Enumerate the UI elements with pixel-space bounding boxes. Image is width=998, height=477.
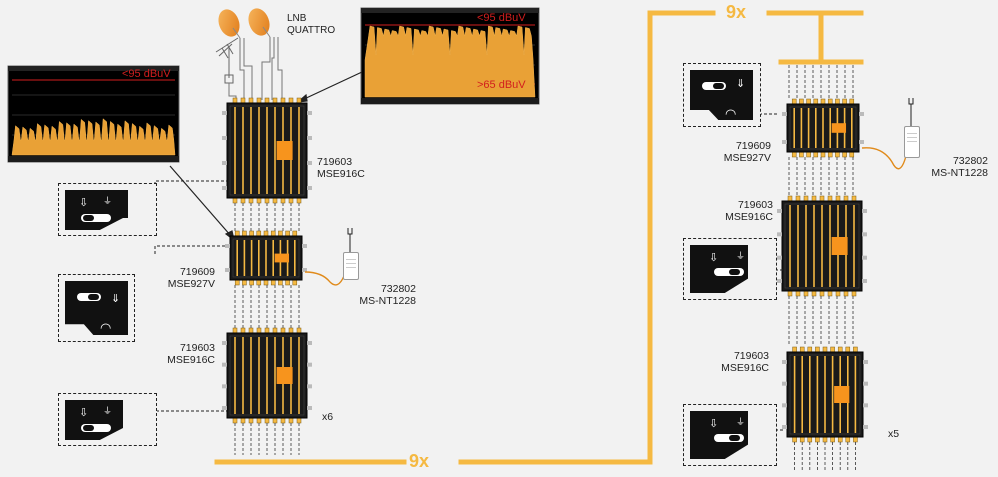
lnb-cables xyxy=(228,37,283,100)
power-plug-icon xyxy=(908,98,914,126)
left-cascade-count: x6 xyxy=(322,411,334,423)
right-multiswitch-2-model: MSE916C xyxy=(721,362,769,374)
right-cable-bundle-0 xyxy=(788,65,854,100)
switch-module-1: ⇩ ⏚ xyxy=(58,183,157,236)
left-multiswitch-1-model: MSE916C xyxy=(317,168,365,180)
toggle-switch[interactable] xyxy=(714,268,744,276)
terrestrial-antenna-icon xyxy=(215,37,239,84)
spectrum-right-lower-limit: >65 dBuV xyxy=(477,79,526,91)
left-cable-bundle-2 xyxy=(234,285,300,328)
termination-icon: ⏚ xyxy=(736,252,746,262)
switch-icon: ⇩ xyxy=(79,406,89,419)
psu-cable-left xyxy=(304,271,345,286)
termination-switch[interactable] xyxy=(702,82,726,90)
toggle-switch[interactable] xyxy=(81,214,111,222)
left-multiswitch-1-code: 719603 xyxy=(317,156,353,168)
right-multiswitch-1-label: 719603 MSE916C xyxy=(713,199,773,223)
spectrum-right xyxy=(360,7,540,105)
left-cable-bundle-3 xyxy=(234,423,300,455)
switch-icon: ⇩ xyxy=(79,196,89,209)
satellite-dish-icon xyxy=(218,8,271,39)
switch-module-2: ⇩ ⏚ xyxy=(58,393,157,446)
switch-icon: ⇩ xyxy=(709,417,719,430)
power-supply-right xyxy=(904,126,920,158)
right-amplifier xyxy=(782,98,864,158)
right-amplifier-code: 719609 xyxy=(735,140,771,152)
switch-module-4: ⇩ ⏚ xyxy=(683,404,777,466)
termination-icon: ⇓ xyxy=(111,292,121,305)
lnb-label: LNB QUATTRO xyxy=(287,13,336,36)
amp-module-2: ⇓ ◠ xyxy=(683,63,761,127)
right-multiswitch-2-label: 719603 MSE916C xyxy=(709,350,769,374)
left-multiswitch-2-label: 719603 MSE916C xyxy=(155,342,215,366)
left-amplifier-code: 719609 xyxy=(179,266,215,278)
termination-icon: ⇓ xyxy=(736,77,746,90)
left-psu-model: MS-NT1228 xyxy=(359,295,416,307)
right-cascade-count: x5 xyxy=(888,428,900,440)
spectrum-left xyxy=(7,65,180,163)
left-multiswitch-2 xyxy=(222,327,312,424)
toggle-switch[interactable] xyxy=(81,424,111,432)
spectrum-right-upper-limit: <95 dBuV xyxy=(477,12,526,24)
dial-icon[interactable]: ◠ xyxy=(100,321,112,336)
right-psu-model: MS-NT1228 xyxy=(931,167,988,179)
left-amplifier-model: MSE927V xyxy=(167,278,215,290)
right-amplifier-model: MSE927V xyxy=(723,152,771,164)
backbone-cables xyxy=(214,10,864,465)
left-multiswitch-1-label: 719603 MSE916C xyxy=(317,156,365,180)
right-cable-bundle-2 xyxy=(788,296,854,346)
left-amplifier xyxy=(225,230,307,286)
psu-cable-right xyxy=(861,147,907,170)
right-psu-label: 732802 MS-NT1228 xyxy=(928,155,988,179)
left-amplifier-label: 719609 MSE927V xyxy=(155,266,215,290)
left-psu-code: 732802 xyxy=(380,283,416,295)
bottom-multiplier: 9x xyxy=(409,451,430,471)
spectrum-left-limit: <95 dBuV xyxy=(122,68,171,80)
left-multiswitch-1 xyxy=(222,97,312,204)
top-multiplier: 9x xyxy=(726,2,747,22)
switch-module-3: ⇩ ⏚ xyxy=(683,238,777,300)
switch-icon: ⇩ xyxy=(709,251,719,264)
right-psu-code: 732802 xyxy=(952,155,988,167)
power-plug-icon xyxy=(347,228,353,252)
termination-icon: ⏚ xyxy=(103,197,113,207)
right-multiswitch-2 xyxy=(782,346,868,443)
amp-module-1: ⇓ ◠ xyxy=(58,274,135,342)
termination-switch[interactable] xyxy=(77,293,101,301)
dial-icon[interactable]: ◠ xyxy=(725,107,737,122)
left-multiswitch-2-model: MSE916C xyxy=(167,354,215,366)
right-amplifier-label: 719609 MSE927V xyxy=(711,140,771,164)
right-multiswitch-1 xyxy=(777,195,867,297)
right-multiswitch-1-code: 719603 xyxy=(737,199,773,211)
left-psu-label: 732802 MS-NT1228 xyxy=(356,283,416,307)
right-cable-bundle-1 xyxy=(788,157,854,196)
right-multiswitch-2-code: 719603 xyxy=(733,350,769,362)
right-multiswitch-1-model: MSE916C xyxy=(725,211,773,223)
power-supply-left xyxy=(343,252,359,280)
left-cable-bundle-1 xyxy=(234,203,300,232)
termination-icon: ⏚ xyxy=(736,418,746,428)
termination-icon: ⏚ xyxy=(103,407,113,417)
right-cable-bundle-3 xyxy=(794,442,856,470)
toggle-switch[interactable] xyxy=(714,434,744,442)
left-multiswitch-2-code: 719603 xyxy=(179,342,215,354)
